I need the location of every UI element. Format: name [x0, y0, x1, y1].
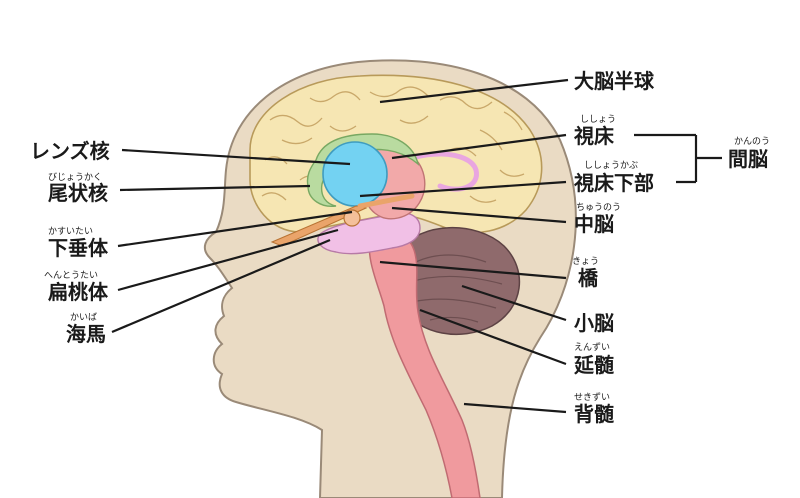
ruby-thalamus: ししょう — [580, 114, 616, 125]
label-spinal-cord: 背髄 — [574, 402, 614, 426]
ruby-hypothalamus: ししょうかぶ — [584, 160, 638, 171]
label-midbrain: 中脳 — [574, 212, 614, 236]
ruby-amygdala: へんとうたい — [44, 270, 98, 281]
leader-medulla — [419, 308, 567, 366]
label-caudate: 尾状核 — [48, 181, 108, 205]
leader-lentiform — [121, 148, 351, 166]
leader-hippocampus — [111, 238, 331, 334]
pituitary-gland — [343, 209, 361, 227]
label-cerebrum: 大脳半球 — [574, 69, 655, 93]
leader-cerebrum — [379, 78, 569, 104]
ruby-diencephalon: かんのう — [734, 136, 770, 147]
label-hippocampus: 海馬 — [66, 322, 106, 346]
leader-caudate — [119, 184, 311, 192]
leader-amygdala — [117, 228, 339, 292]
brainstem-spinal-cord — [368, 231, 481, 498]
label-medulla: 延髄 — [573, 353, 614, 377]
leader-hypothalamus — [359, 180, 567, 198]
label-lentiform: レンズ核 — [30, 139, 110, 163]
ruby-pons: きょう — [572, 256, 599, 267]
leader-midbrain — [391, 206, 567, 224]
leader-thalamus — [391, 133, 567, 160]
leader-cerebellum — [461, 284, 567, 322]
label-pons: 橋 — [578, 266, 599, 290]
label-pituitary: 下垂体 — [48, 236, 109, 260]
ruby-caudate: びじょうかく — [48, 172, 102, 183]
label-diencephalon: 間脳 — [728, 147, 768, 171]
leader-spinal-cord — [463, 402, 567, 414]
label-thalamus: 視床 — [573, 124, 615, 148]
ruby-midbrain: ちゅうのう — [576, 202, 621, 213]
ruby-spinal-cord: せきずい — [574, 392, 610, 403]
diencephalon-bracket — [634, 133, 722, 184]
leader-pituitary — [117, 210, 353, 248]
ruby-pituitary: かすいたい — [48, 226, 93, 237]
label-cerebellum: 小脳 — [574, 311, 614, 335]
lentiform-nucleus — [322, 141, 388, 207]
leader-pons — [379, 260, 567, 280]
ruby-medulla: えんずい — [574, 342, 610, 353]
label-amygdala: 扁桃体 — [48, 280, 109, 304]
label-hypothalamus: 視床下部 — [573, 171, 654, 195]
optic-tract — [270, 193, 415, 247]
ruby-hippocampus: かいば — [70, 312, 97, 323]
